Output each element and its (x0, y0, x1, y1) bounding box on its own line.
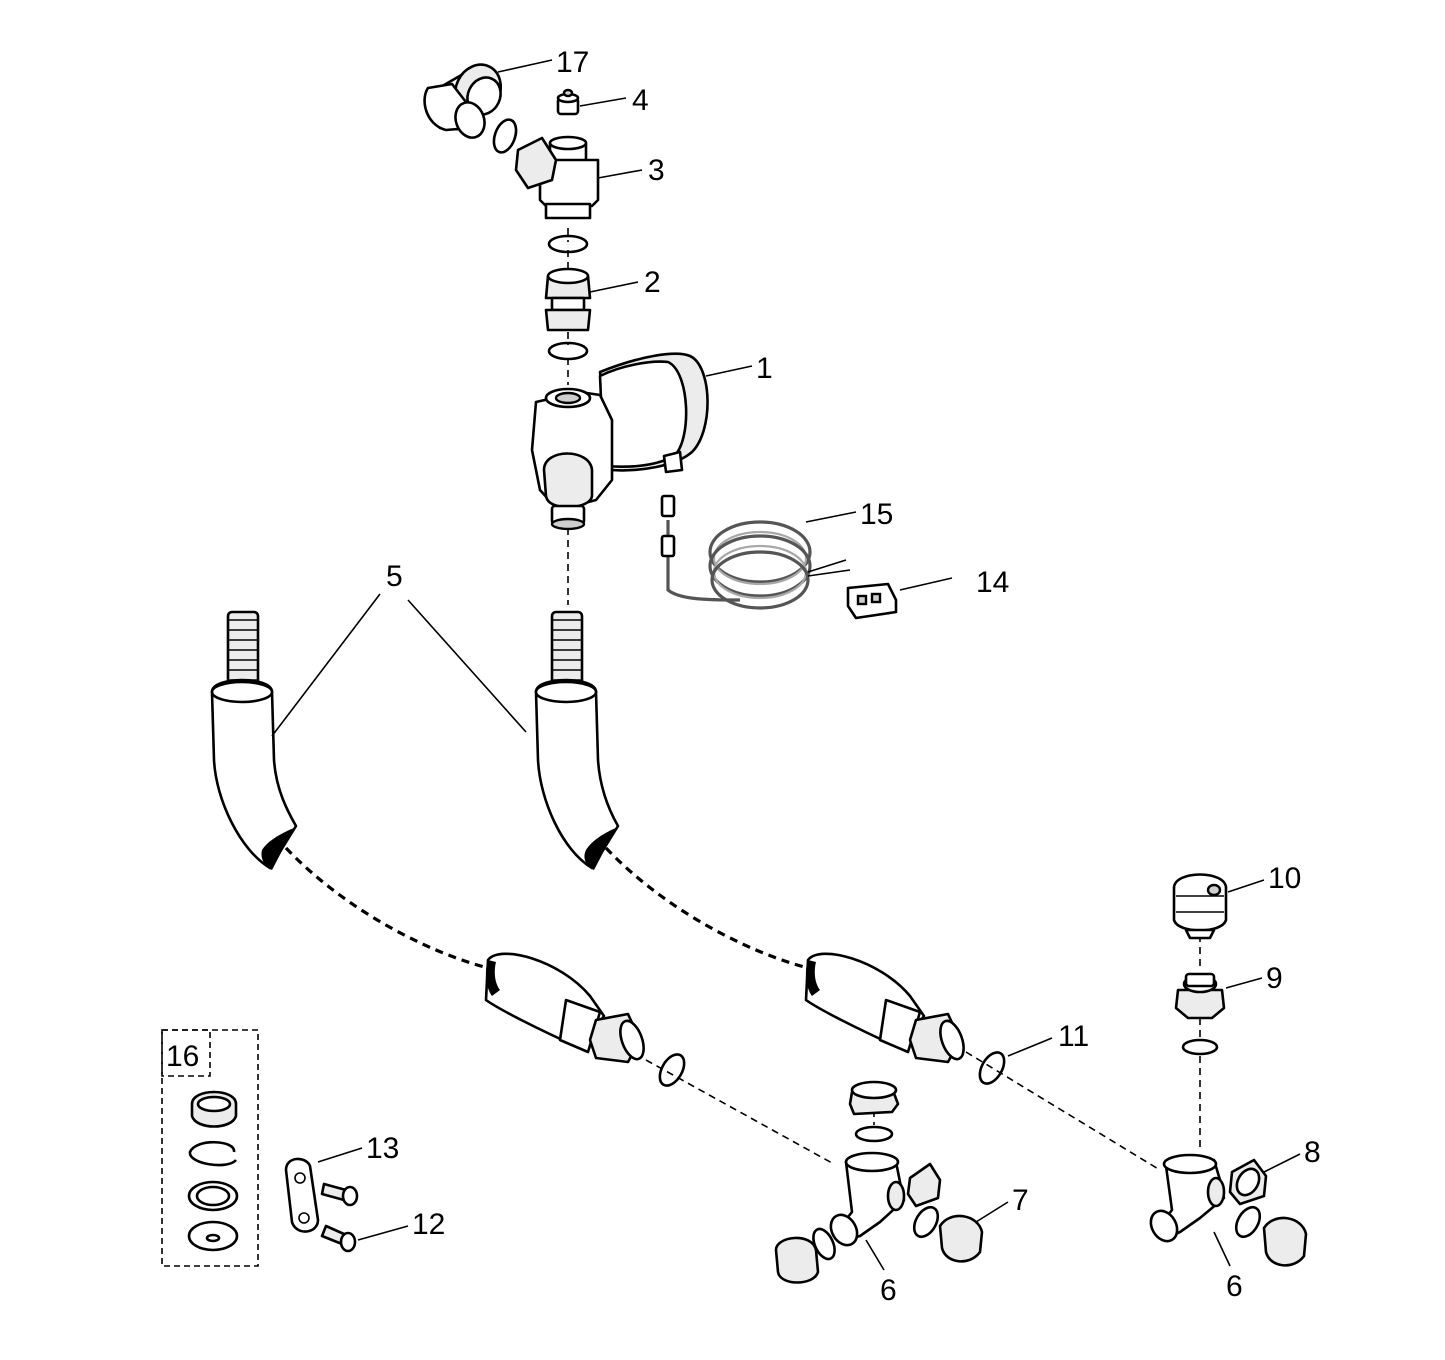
callout-17: 17 (556, 46, 589, 79)
callout-14: 14 (976, 566, 1009, 599)
part-6-tee-right (1149, 1153, 1308, 1267)
callout-7: 7 (1012, 1184, 1029, 1217)
part-14-connector (846, 582, 898, 620)
part-9-adapter (1174, 972, 1226, 1020)
o-ring (1181, 1038, 1219, 1056)
part-1-circulation-pump (530, 352, 709, 531)
callout-6-right: 6 (1226, 1270, 1243, 1303)
part-10-air-vent (1172, 873, 1228, 940)
callout-12: 12 (412, 1208, 445, 1241)
callout-5: 5 (386, 560, 403, 593)
part-12-screws (320, 1182, 359, 1253)
callout-3: 3 (648, 154, 665, 187)
part-6-tee-left (774, 1080, 984, 1284)
callout-9: 9 (1266, 962, 1283, 995)
o-ring (658, 1053, 686, 1087)
callout-10: 10 (1268, 862, 1301, 895)
callout-labels: 17 4 3 2 1 15 14 5 10 9 11 8 7 6 6 13 12… (166, 46, 1321, 1307)
callout-15: 15 (860, 498, 893, 531)
part-16-kit (161, 1029, 259, 1267)
part-13-bracket (284, 1157, 320, 1233)
callout-1: 1 (756, 352, 773, 385)
hose-end-right (804, 952, 965, 1064)
callout-4: 4 (632, 84, 649, 117)
callout-6-left: 6 (880, 1274, 897, 1307)
callout-16: 16 (166, 1040, 199, 1073)
o-ring (547, 234, 589, 254)
part-5-hose-left (210, 610, 298, 870)
part-15-cable (660, 494, 851, 610)
o-ring (547, 341, 589, 361)
part-4-vent-plug (556, 88, 580, 116)
assembly-axis-lines (284, 228, 1201, 1171)
part-3-valve-body (514, 135, 600, 220)
callout-8: 8 (1304, 1136, 1321, 1169)
part-5-hose-right (534, 610, 620, 870)
hose-end-left (484, 952, 645, 1064)
part-2-union-nut (544, 267, 592, 332)
callout-13: 13 (366, 1132, 399, 1165)
leader-lines (271, 59, 1301, 1271)
callout-11: 11 (1058, 1020, 1089, 1053)
part-17-angle-fitting (423, 63, 518, 154)
callout-2: 2 (644, 266, 661, 299)
part-8-nut (1228, 1158, 1268, 1206)
o-ring (978, 1051, 1006, 1085)
